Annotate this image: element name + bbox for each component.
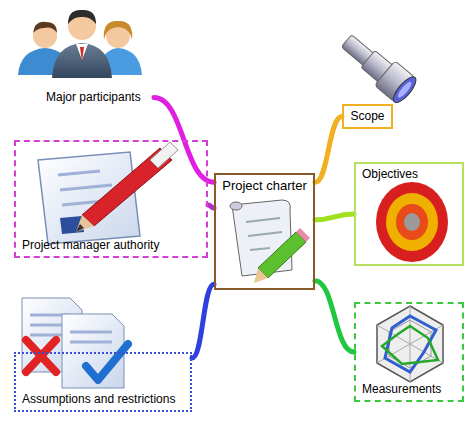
central-topic-title: Project charter: [222, 178, 307, 193]
telescope-icon: [336, 29, 419, 106]
branch-connector: [315, 281, 354, 352]
topic-box: Project manager authority: [14, 140, 208, 258]
topic-title: Major participants: [46, 90, 141, 105]
document-pen-icon: [38, 142, 178, 244]
branch-connector: [315, 214, 354, 220]
scroll-pencil-icon: [230, 200, 310, 283]
people-icon: [18, 10, 142, 78]
documents-icon: [22, 298, 128, 388]
branch-connector: [192, 284, 214, 358]
topic-title: Assumptions and restrictions: [22, 392, 175, 407]
topic-label: Major participants: [40, 85, 151, 110]
topic-box: Assumptions and restrictions: [14, 352, 192, 412]
target-icon: [376, 182, 448, 262]
topic-title: Objectives: [362, 167, 418, 182]
topic-box: Measurements: [354, 302, 464, 402]
topic-title: Scope: [350, 109, 384, 124]
topic-title: Project manager authority: [22, 238, 159, 253]
branch-connector: [315, 117, 342, 183]
topic-box: Objectives: [354, 162, 464, 266]
topic-title: Measurements: [362, 382, 441, 397]
radar-chart-icon: [377, 306, 443, 382]
central-topic-box: Project charter: [214, 173, 315, 290]
topic-box: Scope: [342, 104, 393, 129]
